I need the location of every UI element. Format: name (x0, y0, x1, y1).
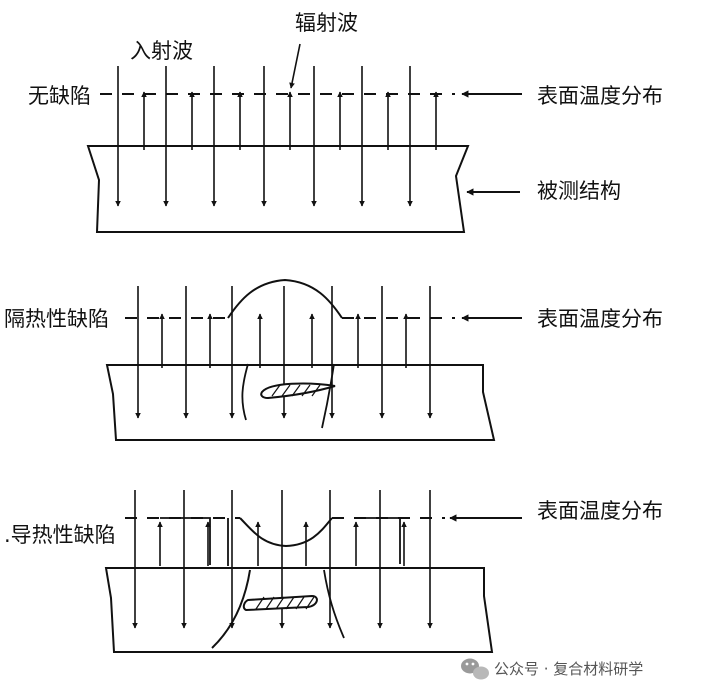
defect-hatch (275, 596, 285, 610)
defect-hatch (285, 596, 295, 610)
no-defect-label: 无缺陷 (28, 84, 91, 108)
conductive-defect-label: .导热性缺陷 (4, 523, 116, 547)
wechat-icon (461, 658, 489, 680)
insulating-defect-shape (260, 382, 336, 400)
insulating-defect-label: 隔热性缺陷 (4, 307, 109, 331)
tested-structure-block (86, 145, 470, 233)
deflected-wave (321, 363, 335, 429)
watermark-text: 公众号 · 复合材料研学 (494, 660, 643, 678)
defect-hatch (311, 384, 321, 397)
surface-temp-label-2: 表面温度分布 (537, 307, 663, 331)
incident-wave-label: 入射波 (130, 39, 193, 63)
defect-hatch (295, 596, 305, 610)
deflected-wave (241, 363, 249, 421)
defect-hatch (265, 596, 275, 610)
panel-conductive-defect (104, 490, 522, 653)
surface-temperature-bump (227, 278, 343, 319)
panel-no-defect (86, 43, 522, 233)
radiation-wave-label: 辐射波 (295, 11, 358, 35)
surface-temp-label-3: 表面温度分布 (537, 499, 663, 523)
deflected-wave (211, 569, 251, 649)
bracket-segment (160, 517, 211, 565)
defect-hatch (291, 384, 301, 397)
surface-temperature-dip (239, 517, 333, 548)
defect-hatch (301, 384, 311, 397)
deflected-wave (323, 569, 345, 639)
surface-temp-label-1: 表面温度分布 (537, 84, 663, 108)
defect-hatch (255, 596, 265, 610)
structure-block-conductive (104, 567, 494, 653)
defect-hatch (305, 596, 315, 610)
defect-hatch (281, 384, 291, 397)
radiation-wave-pointer (289, 43, 301, 89)
bracket-segment (360, 517, 401, 564)
panel-insulating-defect (105, 278, 522, 441)
defect-hatch (271, 384, 281, 397)
tested-structure-label: 被测结构 (537, 179, 621, 203)
structure-block-insulating (105, 364, 496, 441)
watermark: 公众号 · 复合材料研学 (461, 658, 643, 680)
